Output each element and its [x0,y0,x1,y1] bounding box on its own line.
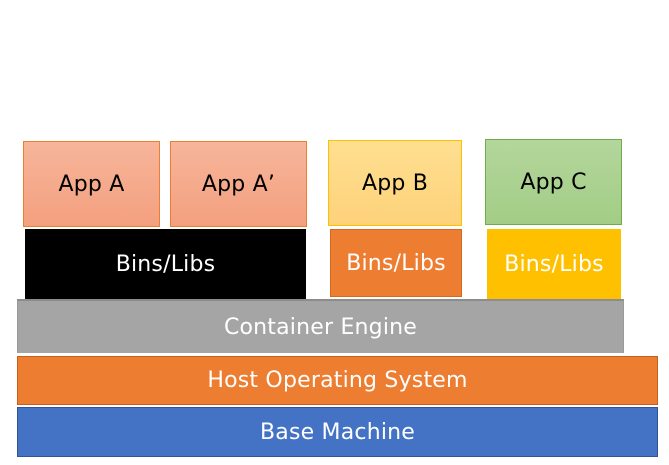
bins-libs-c-label: Bins/Libs [504,251,604,277]
bins-libs-a-label: Bins/Libs [115,251,216,277]
app-a-label: App A [58,171,125,197]
app-c-box: App C [485,139,622,225]
bins-libs-a-box: Bins/Libs [25,229,306,299]
app-a-prime-box: App A’ [170,141,307,227]
host-os-layer: Host Operating System [17,356,658,405]
bins-libs-b-box: Bins/Libs [330,229,462,297]
app-b-box: App B [328,140,462,226]
app-a-box: App A [23,141,160,227]
base-machine-layer: Base Machine [17,407,658,457]
app-b-label: App B [361,170,429,196]
container-engine-layer: Container Engine [17,299,624,353]
host-os-label: Host Operating System [207,368,468,393]
app-a-prime-label: App A’ [201,171,276,197]
container-engine-label: Container Engine [223,314,418,340]
bins-libs-c-box: Bins/Libs [487,229,621,299]
bins-libs-b-label: Bins/Libs [346,250,446,276]
base-machine-label: Base Machine [259,419,416,445]
app-c-label: App C [520,169,587,195]
